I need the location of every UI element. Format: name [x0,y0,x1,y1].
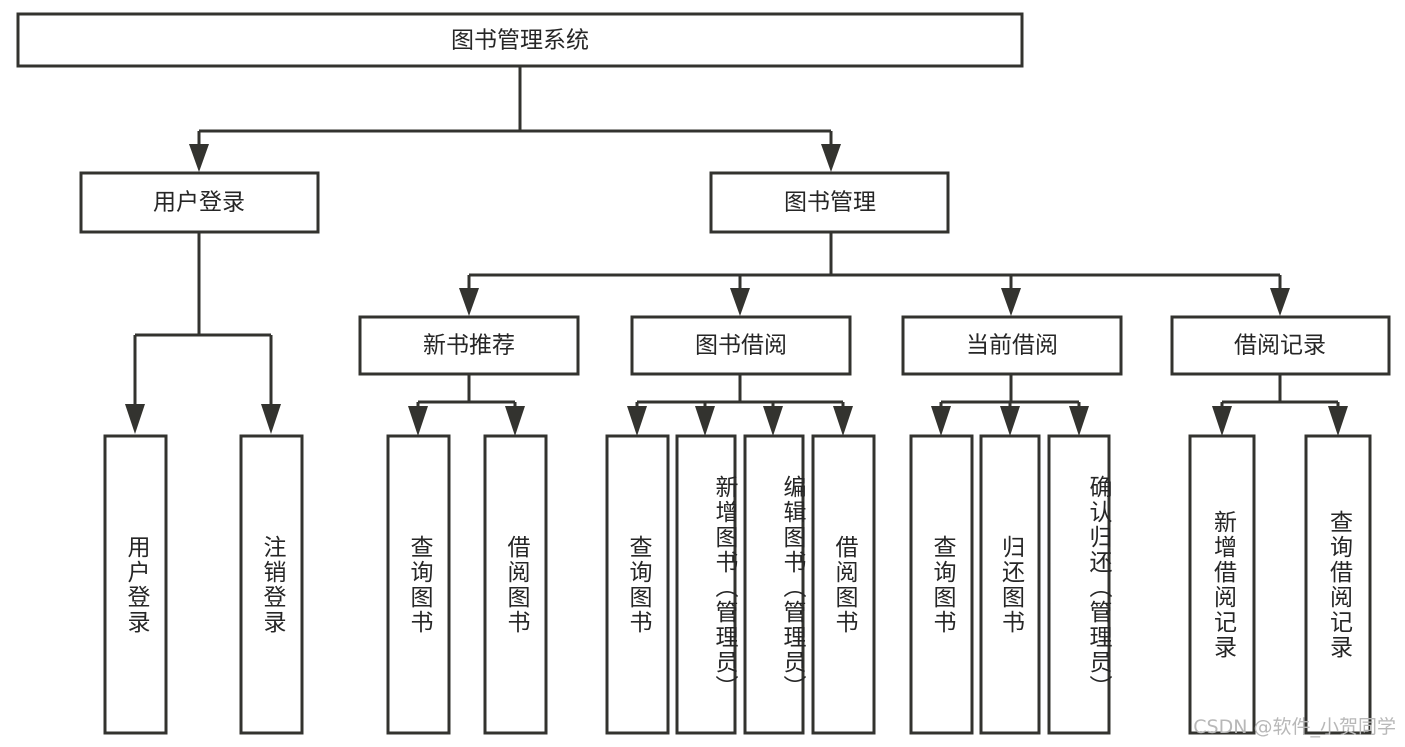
node-label-book-management: 图书管理 [784,190,876,216]
arrow-to-user-login [189,144,209,172]
arrow-to-leaf-confirm-return [1069,406,1089,436]
node-box-leaf-borrow-book-a[interactable] [483,434,548,735]
node-box-root[interactable] [16,12,1024,68]
node-box-leaf-edit-book[interactable] [743,434,805,735]
arrow-to-leaf-edit-book [763,406,783,436]
node-box-user-login[interactable] [79,171,320,234]
node-box-leaf-add-record[interactable] [1188,434,1256,735]
arrow-to-leaf-borrow-book-b [833,406,853,436]
node-box-leaf-query-book-b[interactable] [605,434,670,735]
node-box-leaf-query-record[interactable] [1304,434,1372,735]
watermark-label: CSDN @软件_小贺同学 [1193,716,1396,738]
node-label-user-login: 用户登录 [153,190,245,216]
node-box-borrow-record[interactable] [1170,315,1391,376]
arrow-to-leaf-user-login [125,404,145,434]
node-box-leaf-user-login[interactable] [103,434,168,735]
arrow-to-leaf-query-book-a [408,406,428,436]
node-label-borrow-record: 借阅记录 [1234,333,1326,359]
node-label-current-borrow: 当前借阅 [966,333,1058,359]
node-box-book-management[interactable] [709,171,950,234]
arrow-to-leaf-add-book [695,406,715,436]
arrow-to-leaf-add-record [1212,406,1232,436]
arrow-to-leaf-query-book-c [931,406,951,436]
node-box-book-borrow[interactable] [630,315,852,376]
arrow-to-leaf-return-book [1000,406,1020,436]
arrow-to-new-book-recommend [459,288,479,316]
node-box-leaf-query-book-c[interactable] [909,434,974,735]
node-box-leaf-logout[interactable] [239,434,304,735]
arrow-to-book-management [821,144,841,172]
node-label-book-borrow: 图书借阅 [695,333,787,359]
node-label-root: 图书管理系统 [451,28,589,54]
node-layer: 图书管理系统 用户登录 图书管理 新书推荐 图书借阅 当前借阅 借阅记录 [16,12,1391,735]
node-box-current-borrow[interactable] [901,315,1123,376]
arrow-to-borrow-record [1270,288,1290,316]
arrow-to-leaf-query-book-b [627,406,647,436]
node-box-new-book-recommend[interactable] [358,315,580,376]
node-box-leaf-query-book-a[interactable] [386,434,451,735]
arrow-to-leaf-query-record [1328,406,1348,436]
node-box-leaf-borrow-book-b[interactable] [811,434,876,735]
node-box-leaf-return-book[interactable] [979,434,1041,735]
node-box-leaf-add-book[interactable] [675,434,737,735]
connector-layer [125,66,1348,436]
arrow-to-current-borrow [1001,288,1021,316]
arrow-to-book-borrow [730,288,750,316]
arrow-to-leaf-borrow-book-a [505,406,525,436]
node-label-new-book-recommend: 新书推荐 [423,333,515,359]
node-box-leaf-confirm-return[interactable] [1047,434,1111,735]
arrow-to-leaf-logout [261,404,281,434]
